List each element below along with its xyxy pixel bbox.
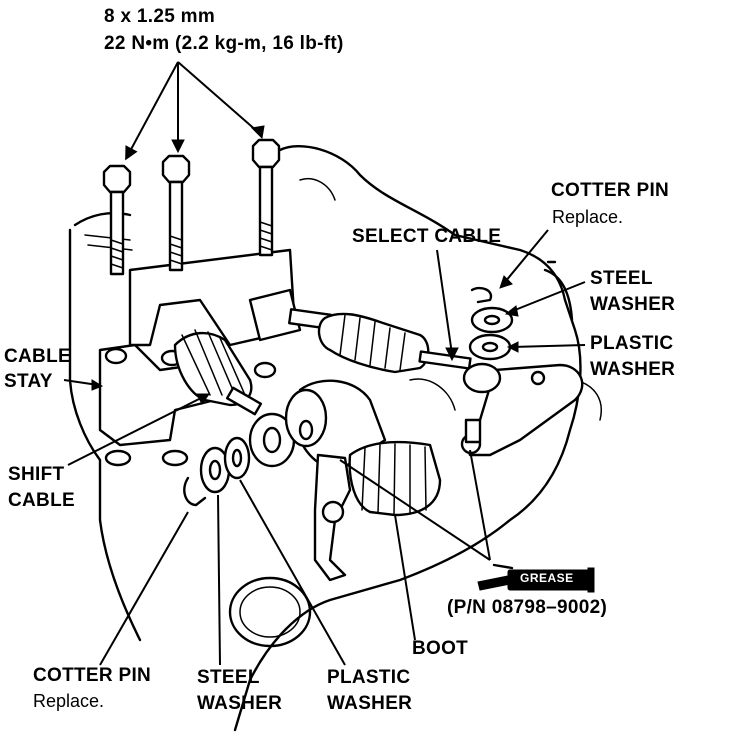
steel-washer-bottom-label-line2: WASHER: [197, 693, 283, 714]
plastic-washer-bottom-label-line1: PLASTIC: [327, 667, 411, 688]
replace-top-note: Replace.: [552, 207, 624, 227]
shift-cable-label-line1: SHIFT: [8, 464, 65, 485]
leader-lines: [63, 61, 586, 666]
select-cable-label: SELECT CABLE: [352, 226, 502, 247]
plastic-washer-right-label-line2: WASHER: [590, 359, 676, 380]
cotter-pin-bottom-label: COTTER PIN: [33, 665, 152, 686]
shift-cable-label-line2: CABLE: [8, 490, 75, 511]
part-number-label: (P/N 08798–9002): [447, 597, 608, 618]
steel-washer-right-label-line1: STEEL: [590, 268, 653, 289]
cotter-pin-top-label: COTTER PIN: [551, 180, 670, 201]
torque-value-label: 22 N•m (2.2 kg-m, 16 lb-ft): [104, 33, 344, 54]
boot-and-lever: [284, 379, 442, 582]
steel-washer-right-label-line2: WASHER: [590, 294, 676, 315]
grease-tube: [477, 563, 595, 593]
shift-cable-washers: [183, 412, 296, 507]
replace-bottom-note: Replace.: [33, 691, 105, 711]
grease-tube-label: GREASE: [520, 571, 574, 585]
mounting-bolts: [102, 138, 281, 276]
shift-cable-assembly: [173, 329, 263, 416]
torque-size-label: 8 x 1.25 mm: [104, 6, 216, 27]
steel-washer-bottom-label-line1: STEEL: [197, 667, 260, 688]
select-cable-assembly: [248, 288, 472, 374]
cable-stay-label-line2: STAY: [4, 371, 53, 392]
plastic-washer-bottom-label-line2: WASHER: [327, 693, 413, 714]
boot-label: BOOT: [412, 638, 469, 659]
cable-stay-label-line1: CABLE: [4, 346, 71, 367]
transmission-housing: [68, 145, 602, 732]
plastic-washer-right-label-line1: PLASTIC: [590, 333, 674, 354]
select-lever-linkage: [460, 286, 584, 457]
